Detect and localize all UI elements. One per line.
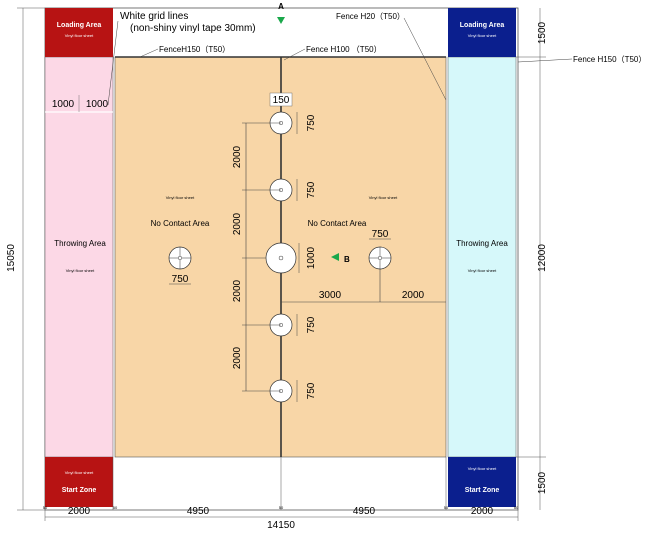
throwing-area-left [44,56,114,458]
dim-label-750-left-target: 750 [172,274,189,285]
leader-line [107,20,119,106]
svg-text:750: 750 [306,316,317,333]
target-circle-left [168,246,192,270]
vinyl-label: Vinyl floor sheet [369,195,398,200]
dim-label-2000: 2000 [402,290,425,301]
dim-label-50: 50 [279,505,284,510]
fence-h150-top-label: FenceH150（T50） [159,45,230,54]
svg-text:750: 750 [306,114,317,131]
white-grid-lines-label: White grid lines [120,11,188,22]
svg-text:1000: 1000 [306,246,317,269]
dim-label-3000: 3000 [319,290,342,301]
fence-h100-label: Fence H100 （T50） [306,45,382,54]
start-zone-right [448,457,516,507]
dim-label-750: 750 [296,179,317,201]
throwing-area-right-label: Throwing Area [456,239,508,248]
dim-label-1000: 1000 [52,99,75,110]
loading-area-left [45,8,113,57]
dim-label-150: 150 [273,95,290,106]
dim-label-750: 750 [296,380,317,402]
svg-text:750: 750 [306,181,317,198]
dim-label-2000: 2000 [471,506,494,517]
marker-b-arrow-icon [331,253,339,261]
leader-line [517,58,573,63]
dim-label-50: 50 [43,505,48,510]
marker-b-label: B [344,255,350,264]
no-contact-right-label: No Contact Area [308,219,367,228]
fence-h150-right-label: Fence H150（T50） [573,55,646,64]
dim-label-750-right-target: 750 [372,229,389,240]
dim-label-2000: 2000 [232,145,243,168]
dim-label-1000: 1000 [298,243,317,273]
dim-label-4950: 4950 [187,506,210,517]
marker-a-arrow-icon [277,17,285,24]
vinyl-label: Vinyl floor sheet [66,268,95,273]
vinyl-label: Vinyl floor sheet [468,466,497,471]
start-zone-left [45,457,113,507]
target-circle-right [368,246,392,270]
start-zone-left-label: Start Zone [62,487,97,494]
dim-label-2000: 2000 [68,506,91,517]
dim-label-15050: 15050 [6,244,17,272]
throwing-area-right [447,56,517,458]
dim-label-50: 50 [113,505,118,510]
leader-line [403,17,447,101]
loading-area-right-label: Loading Area [460,22,505,29]
dim-label-750: 750 [296,112,317,134]
dim-label-2000: 2000 [232,212,243,235]
start-zone-right-label: Start Zone [465,487,500,494]
marker-a-label: A [278,2,284,11]
vinyl-label: Vinyl floor sheet [65,470,94,475]
dim-label-14150: 14150 [267,520,295,531]
loading-area-left-label: Loading Area [57,22,102,29]
tape-note-label: (non-shiny vinyl tape 30mm) [130,23,256,34]
leader-line [283,48,306,61]
leader-line [139,48,159,58]
label-box-150 [269,92,293,107]
dim-label-750: 750 [296,314,317,336]
vinyl-label: Vinyl floor sheet [65,33,94,38]
dim-label-50: 50 [514,505,519,510]
dim-label-2000: 2000 [232,346,243,369]
svg-text:750: 750 [306,382,317,399]
dim-label-2000: 2000 [232,279,243,302]
dim-label-1000: 1000 [86,99,109,110]
vinyl-label: Vinyl floor sheet [468,268,497,273]
post-circle-large [265,242,297,274]
fence-h20-label: Fence H20（T50） [336,12,405,21]
vinyl-label: Vinyl floor sheet [166,195,195,200]
dim-label-50: 50 [444,505,449,510]
throwing-area-left-label: Throwing Area [54,239,106,248]
dim-label-1500-top: 1500 [537,21,548,44]
dim-label-4950: 4950 [353,506,376,517]
vinyl-label: Vinyl floor sheet [468,33,497,38]
dim-label-1500-bottom: 1500 [537,471,548,494]
no-contact-left-label: No Contact Area [151,219,210,228]
loading-area-right [448,8,516,57]
dim-label-12000: 12000 [537,244,548,272]
